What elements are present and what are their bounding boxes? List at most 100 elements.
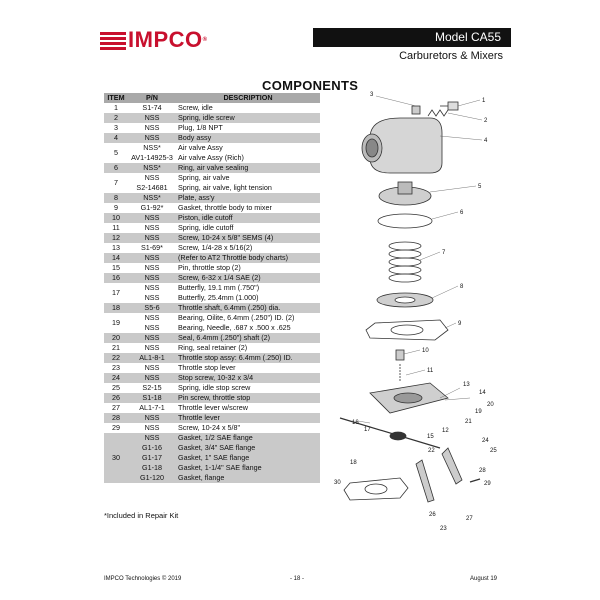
description-text: Seal, 6.4mm (.250") shaft (2) (178, 333, 271, 342)
leader-lines (357, 95, 483, 424)
item-number-cell: 25 (112, 383, 120, 392)
callout-2: 2 (484, 118, 488, 124)
part-number-cell: NSS* (128, 163, 176, 173)
logo-word: IMPCO® (128, 27, 208, 52)
idle-screw-part (440, 101, 459, 111)
part-number-text: S1-69* (141, 243, 163, 252)
item-number-cell: 6 (104, 163, 128, 173)
description-text: Screw, 1/4-28 x 5/16(2) (178, 243, 253, 252)
callout-19: 19 (475, 409, 482, 415)
item-number-cell: 2 (104, 113, 128, 123)
item-number-cell: 10 (104, 213, 128, 223)
description-cell: Butterfly, 19.1 mm (.750")Butterfly, 25.… (176, 283, 320, 303)
description-text: Spring, idle stop screw (178, 383, 251, 392)
part-number-text: AL1-8-1 (139, 353, 165, 362)
description-cell: Spring, idle cutoff (176, 223, 320, 233)
description-text: Throttle stop assy: 6.4mm (.250) ID. (178, 353, 293, 362)
column-header-item: ITEM (104, 93, 128, 103)
description-text: Screw, 10-24 x 5/8" (178, 423, 241, 432)
part-number-text: NSS (144, 323, 160, 332)
part-number-text: NSS (144, 413, 160, 422)
callout-25: 25 (490, 448, 497, 454)
part-number-text: NSS (144, 373, 160, 382)
description-text: Pin, throttle stop (2) (178, 263, 241, 272)
description-text: Screw, 10-24 x 5/8" SEMS (4) (178, 233, 274, 242)
page-subtitle: Carburetors & Mixers (399, 50, 503, 62)
callout-14: 14 (479, 390, 486, 396)
part-number-cell: AL1-7-1 (128, 403, 176, 413)
description-text: Spring, air valve (178, 173, 230, 182)
column-header-pn: P/N (128, 93, 176, 103)
part-number-cell: NSS (128, 223, 176, 233)
description-text: Ring, seal retainer (2) (178, 343, 248, 352)
description-cell: Throttle stop assy: 6.4mm (.250) ID. (176, 353, 320, 363)
part-number-text: NSS (144, 213, 160, 222)
part-number-cell: S1-18 (128, 393, 176, 403)
sealing-ring-part (377, 213, 433, 229)
callout-5: 5 (478, 184, 482, 190)
callout-12: 12 (442, 428, 449, 434)
part-number-text: NSS (144, 113, 160, 122)
description-text: Butterfly, 25.4mm (1.000) (178, 293, 259, 302)
description-text: Body assy (178, 133, 212, 142)
column-header-description: DESCRIPTION (176, 93, 320, 103)
part-number-text: S1-74 (142, 103, 162, 112)
impco-logo: IMPCO® (100, 28, 212, 52)
part-number-cell: NSS (128, 373, 176, 383)
part-number-text: NSS* (143, 193, 161, 202)
footnote: *Included in Repair Kit (104, 511, 179, 520)
description-cell: Screw, 10-24 x 5/8" SEMS (4) (176, 233, 320, 243)
callout-17: 17 (364, 427, 371, 433)
description-text: Throttle lever (178, 413, 220, 422)
description-text: Screw, idle (178, 103, 213, 112)
item-number-cell: 11 (112, 223, 120, 232)
part-number-text: NSS (144, 423, 160, 432)
part-number-text: S5-6 (144, 303, 160, 312)
page-number: - 18 - (290, 576, 305, 582)
part-number-cell: S2-15 (128, 383, 176, 393)
part-number-text: AL1-7-1 (139, 403, 165, 412)
logo-stripe (100, 32, 126, 35)
item-number-cell: 30 (104, 433, 128, 483)
callout-9: 9 (458, 321, 462, 327)
item-number-cell: 3 (114, 123, 118, 132)
description-text: Piston, idle cutoff (178, 213, 233, 222)
table-row: 10 NSS Piston, idle cutoff (104, 213, 320, 223)
table-row: 25 S2-15 Spring, idle stop screw (104, 383, 320, 393)
description-cell: Throttle stop lever (176, 363, 320, 373)
part-number-text: NSS (144, 273, 160, 282)
exploded-parts-diagram: 1 2 3 4 5 6 7 8 9 10 11 12 13 14 15 16 1… (334, 92, 497, 532)
description-text: Air valve Assy (178, 143, 223, 152)
callout-21: 21 (465, 419, 472, 425)
part-number-text: S2-15 (142, 383, 162, 392)
callout-10: 10 (422, 348, 429, 354)
idle-spring-part (427, 109, 449, 117)
part-number-text: NSS (144, 253, 160, 262)
part-number-text: NSS (144, 283, 160, 292)
callout-16: 16 (352, 420, 359, 426)
part-number-text: NSS (144, 173, 160, 182)
butterfly-part (389, 431, 407, 441)
part-number-text: NSS (144, 233, 160, 242)
callout-27: 27 (466, 516, 473, 522)
part-number-text: NSS* (143, 143, 161, 152)
part-number-text: NSS (144, 223, 160, 232)
